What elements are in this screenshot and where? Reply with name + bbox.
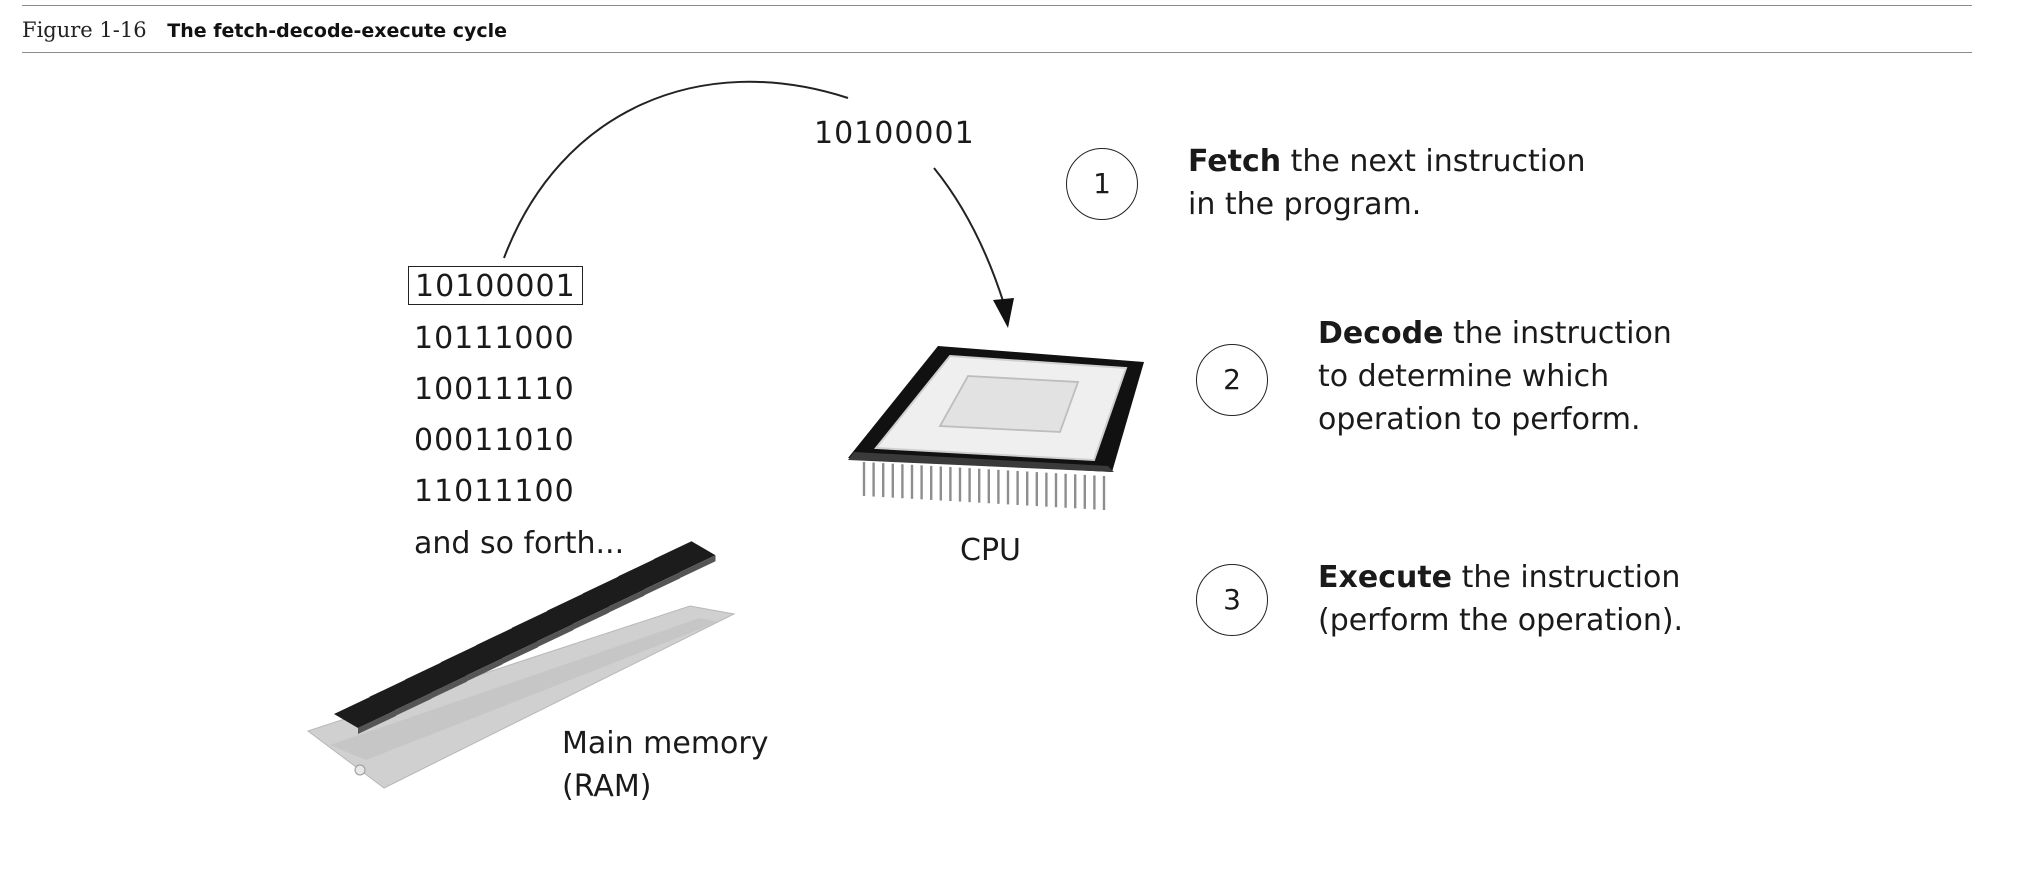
caption-bottom-rule: [22, 52, 1972, 53]
step-line1: the instruction: [1443, 316, 1672, 351]
ram-chip: [440, 644, 503, 683]
ram-chip: [369, 678, 432, 717]
figure-title: The fetch-decode-execute cycle: [167, 20, 508, 42]
cpu-chip-icon: [848, 346, 1144, 510]
memory-line: 00011010: [414, 423, 575, 458]
ram-chip: [334, 696, 396, 734]
step-number-circle: 3: [1196, 564, 1268, 636]
ram-chips: [334, 541, 716, 734]
memory-line: 10111000: [414, 321, 575, 356]
fetch-arrow: [933, 167, 1005, 305]
ram-chip: [618, 558, 680, 597]
memory-line: 10011110: [414, 372, 575, 407]
figure-caption: Figure 1-16 The fetch-decode-execute cyc…: [22, 18, 507, 42]
fetched-instruction: 10100001: [814, 116, 975, 151]
memory-more-text: and so forth...: [414, 526, 625, 561]
fetch-arrowhead: [993, 298, 1014, 328]
step-description: Execute the instruction (perform the ope…: [1318, 556, 1683, 642]
step-line2: to determine which: [1318, 359, 1610, 394]
step-line1: the instruction: [1452, 560, 1681, 595]
memory-line-highlighted: 10100001: [408, 266, 583, 305]
step-keyword: Execute: [1318, 560, 1453, 595]
step-line2: (perform the operation).: [1318, 603, 1684, 638]
step-keyword: Fetch: [1188, 144, 1282, 179]
fetch-curve: [503, 80, 849, 259]
step-line3: operation to perform.: [1318, 402, 1641, 437]
ram-chip: [582, 575, 645, 614]
ram-label: Main memory (RAM): [562, 722, 769, 808]
caption-top-rule: [22, 5, 1972, 6]
step-keyword: Decode: [1318, 316, 1444, 351]
step-line1: the next instruction: [1281, 144, 1586, 179]
ram-chip: [476, 627, 538, 666]
ram-chip: [547, 592, 609, 631]
figure-number: Figure 1-16: [22, 18, 147, 42]
step-description: Decode the instruction to determine whic…: [1318, 312, 1672, 441]
cpu-label: CPU: [960, 533, 1021, 568]
step-description: Fetch the next instruction in the progra…: [1188, 140, 1585, 226]
step-number-circle: 2: [1196, 344, 1268, 416]
ram-chip: [405, 661, 467, 700]
ram-chip: [653, 541, 716, 580]
ram-module-icon: [306, 541, 736, 789]
ram-label-line1: Main memory: [562, 726, 769, 761]
ram-chip: [511, 610, 574, 648]
step-line2: in the program.: [1188, 187, 1422, 222]
cpu-pins: [862, 462, 1106, 510]
memory-line: 11011100: [414, 474, 575, 509]
step-number-circle: 1: [1066, 148, 1138, 220]
ram-label-line2: (RAM): [562, 769, 652, 804]
